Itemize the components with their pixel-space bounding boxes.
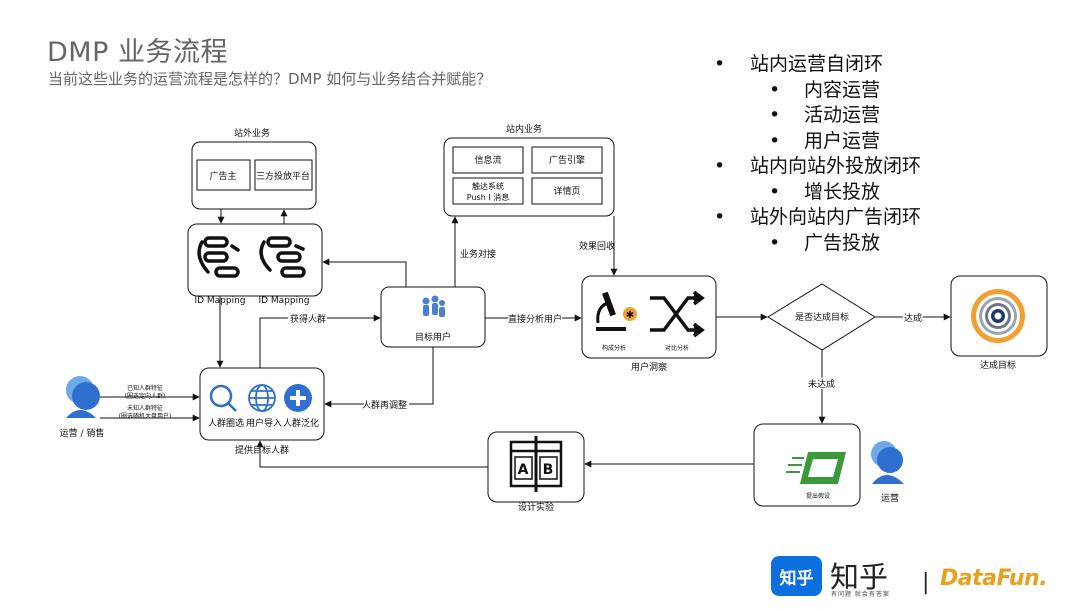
bullet-item: 广告投放 — [704, 231, 921, 257]
provide-target-crowd-label: 提供目标人群 — [235, 444, 289, 456]
bullet-item: 站内运营自闭环 — [704, 52, 921, 78]
shuffle-icon — [650, 290, 705, 338]
target-users-label: 目标用户 — [415, 331, 451, 343]
ad-engine-label: 广告引擎 — [549, 154, 585, 166]
unknown-features-label: 未知人群特征 — [127, 404, 163, 412]
composition-analysis-label: 构成分析 — [602, 344, 626, 352]
id-mapping-label: ID Mapping — [258, 296, 309, 306]
external-group-box — [191, 141, 317, 210]
operator-sales-icon — [66, 376, 100, 418]
svg-text:✱: ✱ — [626, 310, 634, 321]
feed-box — [452, 146, 524, 174]
zhihu-brand-name: 知乎 — [830, 560, 889, 594]
business-connect-label: 业务对接 — [460, 248, 496, 260]
bullet-item: 站内向站外投放闭环 — [704, 154, 921, 180]
comparison-analysis-label: 对比分析 — [665, 344, 689, 352]
user-insight-label: 用户洞察 — [631, 361, 667, 373]
advertiser-box — [196, 159, 251, 191]
bullet-item: 增长投放 — [704, 180, 921, 206]
id-mapping-icon — [197, 236, 240, 278]
reach-system-label: 触达系统 — [472, 181, 504, 191]
add-circle-icon — [284, 384, 312, 412]
search-icon — [209, 384, 237, 412]
zhihu-logo-icon: 知乎 — [771, 556, 822, 596]
detail-page-label: 详情页 — [553, 185, 580, 197]
user-import-label: 用户导入 — [246, 417, 282, 429]
id-mapping-icon — [259, 236, 306, 278]
known-features-label: 已知人群特征 — [127, 384, 163, 392]
slide-title: DMP 业务流程 — [47, 37, 228, 68]
globe-icon — [248, 384, 276, 412]
not-reached-label: 未达成 — [808, 378, 835, 390]
advertiser-label: 广告主 — [209, 170, 236, 182]
connectors — [100, 209, 951, 468]
ab-a-label: A — [518, 462, 529, 478]
get-crowd-label: 获得人群 — [290, 313, 326, 325]
effect-recall-label: 效果回收 — [579, 240, 615, 252]
people-group-icon — [422, 295, 445, 317]
crowd-generalize-label: 人群泛化 — [283, 417, 319, 429]
operator-icon — [871, 441, 904, 484]
external-group-title: 站外业务 — [234, 127, 270, 139]
bullet-item: 内容运营 — [704, 78, 921, 104]
goal-label: 达成目标 — [980, 359, 1016, 371]
third-party-platform-box — [254, 159, 313, 191]
datafun-logo: DataFun. — [940, 566, 1048, 591]
target-icon — [971, 289, 1025, 343]
footer-separator: | — [922, 570, 930, 595]
direct-analysis-label: 直接分析用户 — [508, 313, 562, 325]
experiment-label: 设计实验 — [518, 501, 554, 513]
bullet-item: 站外向站内广告闭环 — [704, 205, 921, 231]
third-party-platform-label: 三方投放平台 — [256, 170, 310, 182]
operator-label: 运营 — [881, 492, 899, 504]
operator-sales-label: 运营 / 销售 — [60, 427, 105, 439]
detail-page-box — [531, 177, 603, 205]
unknown-features-sub-label: (圈选随机大盘用户) — [119, 412, 172, 420]
card-icon — [786, 452, 846, 484]
zhihu-slogan: 有问题 就会有答案 — [831, 591, 890, 598]
ab-test-icon: A B — [509, 436, 563, 492]
ad-engine-box — [531, 146, 603, 174]
slide-subtitle: 当前这些业务的运营流程是怎样的？DMP 如何与业务结合并赋能？ — [48, 70, 492, 88]
crowd-select-label: 人群圈选 — [208, 417, 244, 429]
push-message-label: Push I 消息 — [467, 192, 509, 202]
feed-label: 信息流 — [474, 154, 501, 166]
decision-label: 是否达成目标 — [795, 311, 849, 323]
bullet-item: 用户运营 — [704, 129, 921, 155]
ab-b-label: B — [543, 462, 554, 478]
bullet-item: 活动运营 — [704, 103, 921, 129]
hypothesis-label: 提出假设 — [806, 492, 830, 500]
bullet-list: 站内运营自闭环 内容运营 活动运营 用户运营 站内向站外投放闭环 增长投放 站外… — [704, 52, 921, 256]
microscope-icon: ✱ — [596, 291, 637, 331]
reach-system-box — [452, 177, 524, 205]
crowd-adjust-label: 人群再调整 — [362, 399, 407, 411]
known-features-sub-label: (圈选定向人群) — [125, 392, 166, 400]
reached-label: 达成 — [904, 312, 922, 324]
internal-group-title: 站内业务 — [506, 123, 542, 135]
